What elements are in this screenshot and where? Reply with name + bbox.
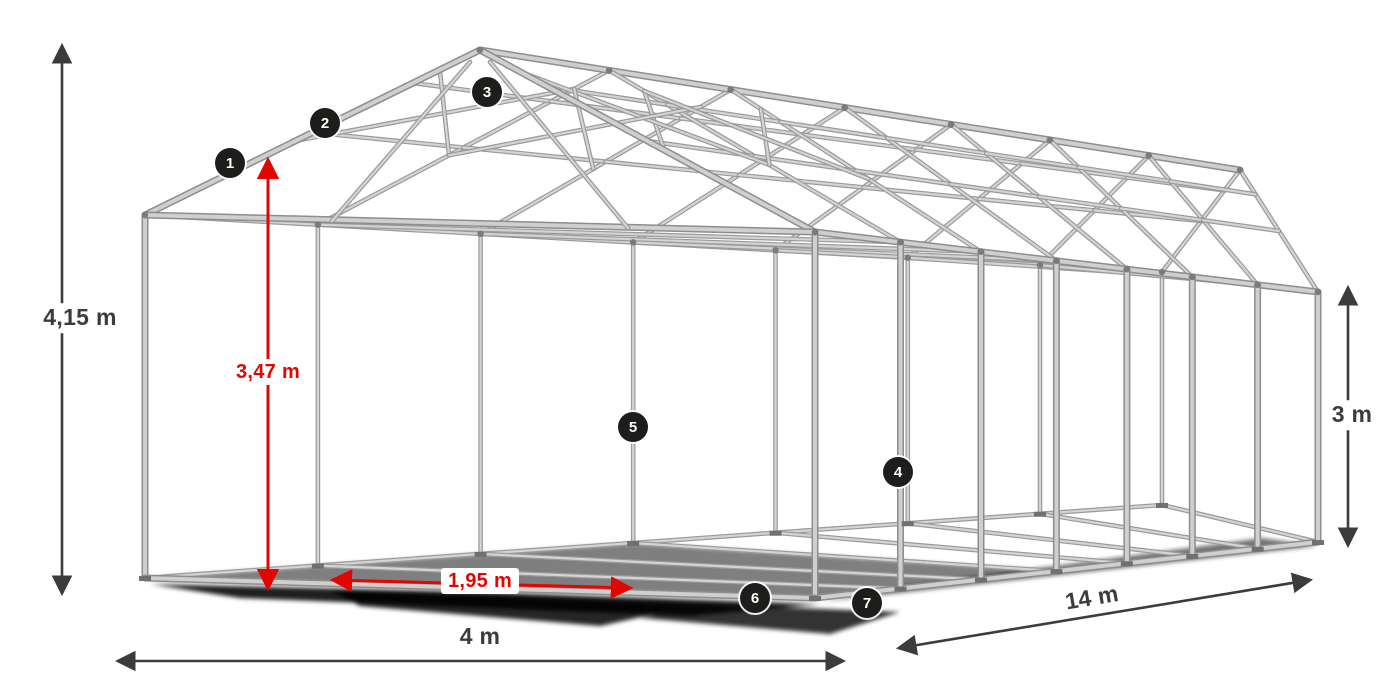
callout-marker-3: 3 — [472, 77, 502, 107]
total-height-label: 4,15 m — [36, 303, 124, 333]
callout-marker-4: 4 — [883, 457, 913, 487]
callout-marker-5: 5 — [618, 412, 648, 442]
callout-marker-6: 6 — [740, 583, 770, 613]
entrance-width-label: 1,95 m — [440, 568, 520, 594]
callout-marker-1: 1 — [215, 148, 245, 178]
callout-marker-7: 7 — [852, 588, 882, 618]
callout-marker-2: 2 — [310, 108, 340, 138]
entrance-height-label: 3,47 m — [228, 359, 308, 385]
width-label: 4 m — [459, 623, 501, 650]
side-height-label: 3 m — [1324, 400, 1380, 430]
dim-arrow-length — [895, 572, 1314, 656]
